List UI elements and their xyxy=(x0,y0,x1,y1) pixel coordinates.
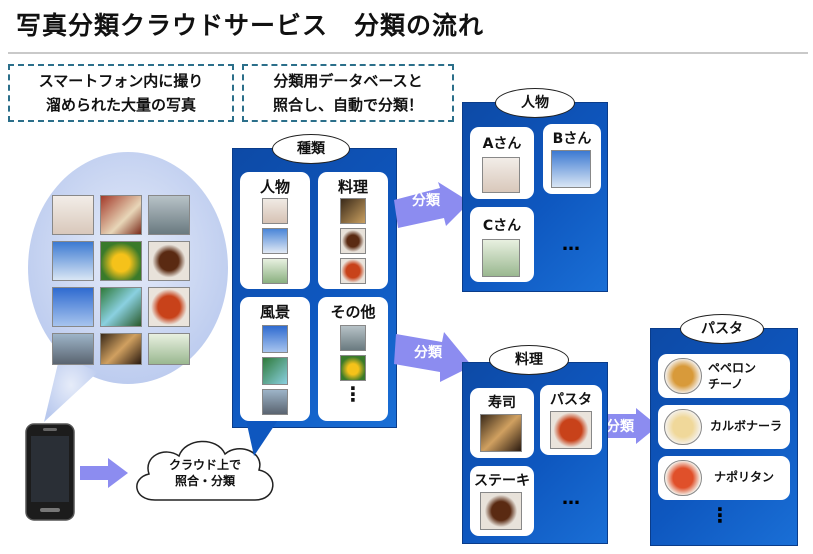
photo-bay xyxy=(52,333,94,365)
category-cell-person: 人物 xyxy=(240,172,310,289)
more-indicator: … xyxy=(562,488,582,509)
note-line: 溜められた大量の写真 xyxy=(45,96,196,114)
note-line: 照合し、自動で分類！ xyxy=(272,96,423,114)
classify-arrow-label: 分類 xyxy=(414,345,442,361)
food-card-sushi: 寿司 xyxy=(470,388,534,458)
thumb xyxy=(340,325,366,351)
category-cell-other: その他 ⋮ xyxy=(318,297,388,421)
person-card-b: Bさん xyxy=(543,124,601,194)
pasta-item-label: カルボナーラ xyxy=(710,419,783,433)
photo-food-dark xyxy=(100,333,142,365)
person-card-label: Cさん xyxy=(482,218,522,234)
thumb xyxy=(480,492,522,530)
thumb xyxy=(482,239,520,277)
category-cell-scenery: 風景 xyxy=(240,297,310,421)
photo-river xyxy=(100,287,142,327)
category-cell-label: 風景 xyxy=(259,303,290,321)
thumb xyxy=(482,157,520,193)
person-card-c: Cさん xyxy=(470,207,534,282)
title-divider xyxy=(8,52,808,54)
thumb xyxy=(340,198,366,224)
category-cell-label: 料理 xyxy=(337,178,368,196)
food-panel-tag: 料理 xyxy=(489,345,569,375)
thumb xyxy=(262,258,288,284)
thumb xyxy=(480,414,522,452)
thumb xyxy=(551,150,591,188)
classify-arrow-person xyxy=(394,182,470,228)
smartphone-icon xyxy=(25,423,75,521)
category-cell-food: 料理 xyxy=(318,172,388,289)
photo-grid xyxy=(52,195,192,365)
pasta-panel-tag: パスタ xyxy=(680,314,764,344)
cloud-label: クラウド上で 照合・分類 xyxy=(150,457,260,489)
thumb xyxy=(340,228,366,254)
photo-baby xyxy=(52,195,94,235)
person-card-label: Bさん xyxy=(552,131,592,147)
person-card-a: Aさん xyxy=(470,127,534,199)
classify-arrow-label: 分類 xyxy=(412,193,440,209)
note-line: 分類用データベースと xyxy=(273,72,423,90)
category-cell-label: その他 xyxy=(330,303,376,321)
cloud-label-line: クラウド上で xyxy=(168,458,241,472)
thumb xyxy=(340,258,366,284)
person-panel-tag: 人物 xyxy=(495,88,575,118)
thumb xyxy=(262,389,288,415)
food-card-label: パスタ xyxy=(550,392,592,408)
photo-pasta xyxy=(148,287,190,327)
note-smartphone-photos: スマートフォン内に撮り 溜められた大量の写真 xyxy=(8,64,234,122)
thumb xyxy=(664,409,702,445)
photo-steak xyxy=(148,241,190,281)
thumb xyxy=(340,355,366,381)
photo-sunflower xyxy=(100,241,142,281)
photo-woman xyxy=(148,333,190,365)
thumb xyxy=(262,198,288,224)
category-panel-tag: 種類 xyxy=(272,134,350,164)
classify-arrow-label: 分類 xyxy=(606,419,634,435)
note-database-match: 分類用データベースと 照合し、自動で分類！ xyxy=(242,64,454,122)
cloud-icon xyxy=(136,440,274,501)
photo-sign xyxy=(148,195,190,235)
cloud-label-line: 照合・分類 xyxy=(174,474,235,488)
person-card-label: Aさん xyxy=(482,136,522,152)
thumb xyxy=(550,411,592,449)
food-card-label: 寿司 xyxy=(488,395,516,411)
classify-arrow-food xyxy=(394,332,472,382)
pasta-item-label: ナポリタン xyxy=(714,470,775,484)
food-card-steak: ステーキ xyxy=(470,466,534,536)
thumb xyxy=(664,460,702,496)
photo-sushi xyxy=(100,195,142,235)
classify-arrow-pasta xyxy=(596,408,658,444)
category-cell-label: 人物 xyxy=(259,178,290,196)
pasta-item-napolitan: ナポリタン xyxy=(658,456,790,500)
food-card-pasta: パスタ xyxy=(540,385,602,455)
more-indicator: … xyxy=(562,234,582,255)
page-title: 写真分類クラウドサービス 分類の流れ xyxy=(16,11,485,40)
thumb xyxy=(262,357,288,385)
more-indicator: ⋮ xyxy=(710,503,730,527)
pasta-item-label: ペペロン チーノ xyxy=(708,361,757,391)
food-card-label: ステーキ xyxy=(474,473,530,489)
thumb xyxy=(664,358,702,394)
pasta-item-peperoncino: ペペロン チーノ xyxy=(658,354,790,398)
thumb xyxy=(262,325,288,353)
thumb xyxy=(262,228,288,254)
photo-hands xyxy=(52,241,94,281)
pasta-item-carbonara: カルボナーラ xyxy=(658,405,790,449)
arrow-to-cloud xyxy=(80,458,128,488)
note-line: スマートフォン内に撮り xyxy=(38,72,204,90)
category-panel-tail xyxy=(246,420,278,456)
photo-windmill xyxy=(52,287,94,327)
more-indicator: ⋮ xyxy=(343,382,363,406)
